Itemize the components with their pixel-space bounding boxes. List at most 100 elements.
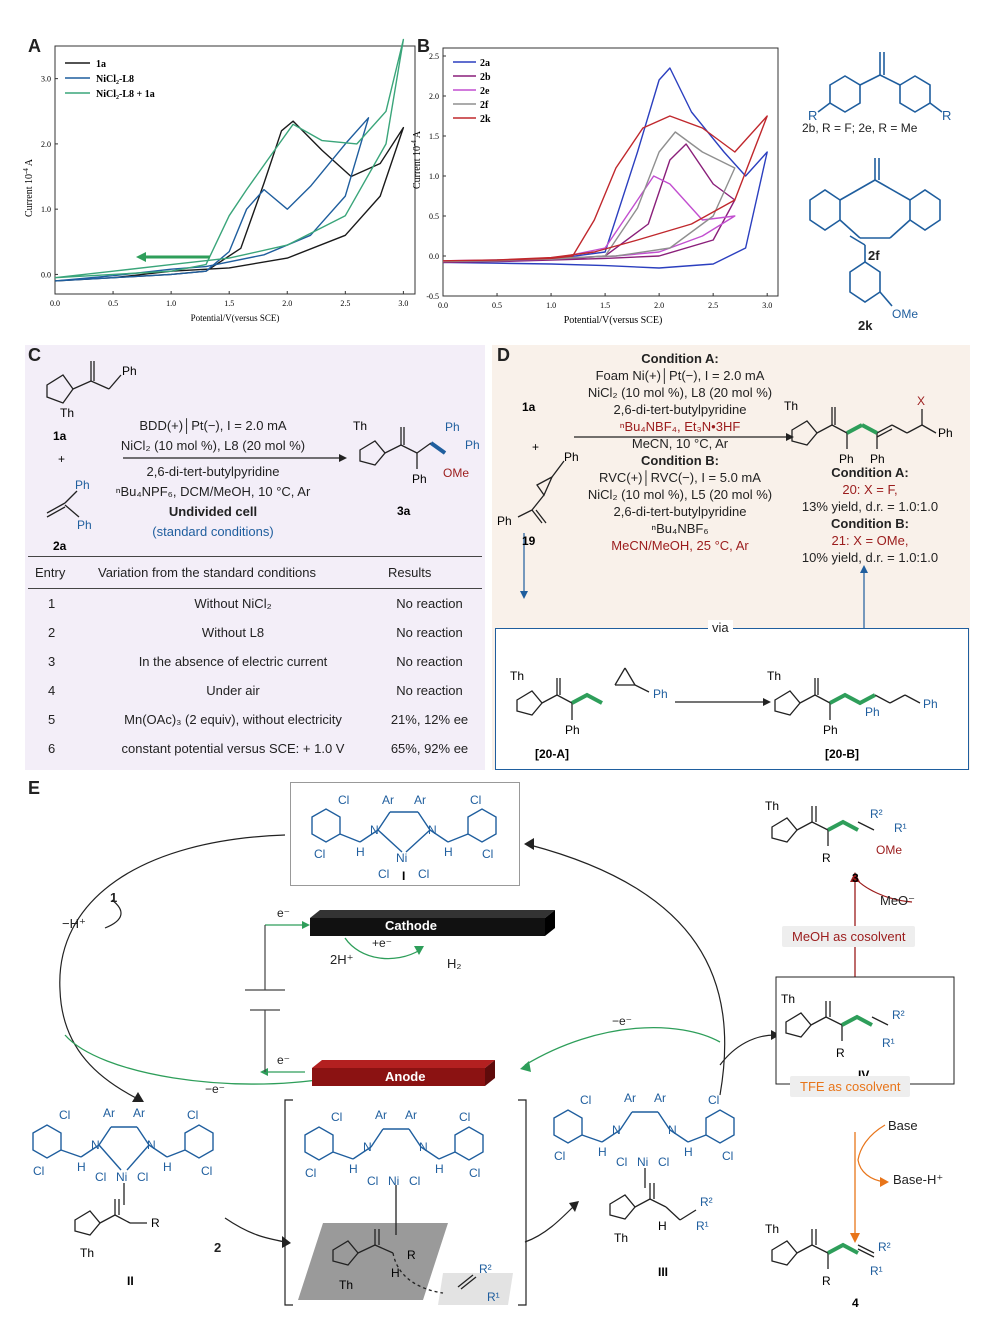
panel-c-box bbox=[25, 345, 485, 770]
series-line-1 bbox=[442, 143, 736, 264]
struct-label-2k-text: 2k bbox=[858, 318, 873, 333]
panel-label-e: E bbox=[28, 778, 41, 798]
d-x: X bbox=[917, 394, 925, 408]
struct-r-right: R bbox=[942, 108, 951, 123]
table-cell-result: 21%, 12% ee bbox=[390, 712, 469, 727]
e-e-top: e⁻ bbox=[277, 906, 291, 920]
d-int-th-a: Th bbox=[510, 669, 524, 683]
e-catalyst-i-box bbox=[290, 782, 520, 886]
table-cell-result: No reaction bbox=[396, 683, 463, 698]
e-i-label: I bbox=[402, 869, 405, 883]
x-tick-label: 2.0 bbox=[654, 301, 664, 310]
e-plus-e: +e⁻ bbox=[372, 936, 393, 950]
c-label-3a: 3a bbox=[397, 504, 411, 518]
x-tick-label: 2.5 bbox=[708, 301, 718, 310]
e-ii-th: Th bbox=[80, 1246, 94, 1260]
d-condB-5: MeCN/MeOH, 25 °C, Ar bbox=[611, 538, 749, 553]
series-line-2 bbox=[442, 175, 736, 262]
d-condA-title: Condition A: bbox=[641, 351, 719, 366]
d-ph-19-a: Ph bbox=[564, 450, 579, 464]
e-ts-th: Th bbox=[339, 1278, 353, 1292]
chart-b-xlabel: Potential/V(versus SCE) bbox=[564, 315, 663, 326]
e-ii-ar-2: Ar bbox=[133, 1106, 145, 1120]
e-ii-cl-6: Cl bbox=[137, 1170, 148, 1184]
e-ii-n-1: N bbox=[91, 1138, 100, 1152]
d-label-19: 19 bbox=[522, 534, 536, 548]
e-3-th: Th bbox=[765, 799, 779, 813]
d-resB-title: Condition B: bbox=[831, 516, 909, 531]
e-ts-n-1: N bbox=[363, 1140, 372, 1154]
e-i-cl-6: Cl bbox=[418, 867, 429, 881]
d-int-label-a: [20-A] bbox=[535, 747, 569, 761]
d-ph-product-a: Ph bbox=[839, 452, 854, 466]
e-3-r1: R¹ bbox=[894, 821, 907, 835]
d-resA-1: 20: X = F, bbox=[842, 482, 898, 497]
y-tick-label: 1.0 bbox=[429, 172, 439, 181]
chart-a-xlabel: Potential/V(versus SCE) bbox=[191, 313, 280, 323]
c-ph-product-b: Ph bbox=[445, 420, 460, 434]
e-3-r2: R² bbox=[870, 807, 883, 821]
d-resB-2: 10% yield, d.r. = 1.0:1.0 bbox=[801, 550, 939, 565]
y-tick-label: 1.0 bbox=[41, 205, 51, 214]
e-catalyst-i: Cl Cl Cl Cl Ar Ar N N H H Ni Cl Cl I bbox=[311, 793, 497, 883]
x-tick-label: 1.0 bbox=[546, 301, 556, 310]
e-complex-iii: Ar Ar Cl Cl Cl Cl N N H H Cl Ni Cl Th H … bbox=[553, 1091, 735, 1279]
e-product-4: Th R R² R¹ 4 bbox=[765, 1222, 891, 1310]
y-tick-label: 2.0 bbox=[41, 140, 51, 149]
table-cell-entry: 5 bbox=[48, 712, 56, 727]
e-4-r1: R¹ bbox=[870, 1264, 883, 1278]
e-ii-h-1: H bbox=[77, 1160, 86, 1174]
e-ts-cl-3: Cl bbox=[459, 1110, 470, 1124]
e-i-cl-1: Cl bbox=[338, 793, 349, 807]
e-ts-ni: Ni bbox=[388, 1174, 399, 1188]
d-int-th-b: Th bbox=[767, 669, 781, 683]
e-h2: H₂ bbox=[447, 956, 462, 971]
e-4-label: 4 bbox=[852, 1296, 859, 1310]
e-ts-r2: R² bbox=[479, 1262, 492, 1276]
e-iii-cl-2: Cl bbox=[554, 1149, 565, 1163]
y-tick-label: 0.0 bbox=[41, 270, 51, 279]
e-meoh-cosolvent: MeOH as cosolvent bbox=[782, 926, 916, 947]
e-ts-cl-2: Cl bbox=[305, 1166, 316, 1180]
c-ph-product-c: Ph bbox=[465, 438, 480, 452]
legend-label-2f: 2f bbox=[480, 100, 489, 111]
e-base: Base bbox=[888, 1118, 918, 1133]
y-tick-label: 3.0 bbox=[41, 75, 51, 84]
struct-r-left: R bbox=[808, 108, 817, 123]
e-complex-ii: Ar Ar Cl Cl Cl Cl N N H H Cl Ni Cl Th R … bbox=[32, 1106, 214, 1288]
e-i-cl-3: Cl bbox=[470, 793, 481, 807]
x-tick-label: 0.5 bbox=[108, 299, 118, 308]
e-4-th: Th bbox=[765, 1222, 779, 1236]
table-cell-variation: In the absence of electric current bbox=[138, 654, 328, 669]
e-ii-ni: Ni bbox=[116, 1170, 127, 1184]
d-th-product: Th bbox=[784, 399, 798, 413]
e-i-cl-4: Cl bbox=[482, 847, 493, 861]
d-resA-title: Condition A: bbox=[831, 465, 909, 480]
e-iv-r: R bbox=[836, 1046, 845, 1060]
e-anode-label: Anode bbox=[385, 1069, 426, 1084]
e-ts-cl-6: Cl bbox=[409, 1174, 420, 1188]
e-iii-cl-6: Cl bbox=[658, 1155, 669, 1169]
d-intermediates: Th Ph Ph Th Ph Ph Ph [20-A] [20-B] bbox=[510, 667, 938, 761]
e-iii-r1: R¹ bbox=[696, 1219, 709, 1233]
e-i-cl-2: Cl bbox=[314, 847, 325, 861]
e-ts-ar-1: Ar bbox=[375, 1108, 387, 1122]
x-tick-label: 3.0 bbox=[398, 299, 408, 308]
series-line-3 bbox=[442, 131, 736, 263]
d-plus: + bbox=[532, 440, 539, 454]
e-iii-h-1: H bbox=[598, 1145, 607, 1159]
panel-label-d: D bbox=[497, 345, 510, 365]
e-iii-h-2: H bbox=[684, 1145, 693, 1159]
e-intermediate-iv: Th R R² R¹ IV bbox=[781, 992, 905, 1082]
panel-label-a: A bbox=[28, 36, 41, 56]
d-condB-1: RVC(+)│RVC(−), I = 5.0 mA bbox=[599, 470, 761, 485]
x-tick-label: 0.5 bbox=[492, 301, 502, 310]
c-th-product: Th bbox=[353, 419, 367, 433]
chart-a-legend: 1a NiCl₂-L8 NiCl₂-L8 + 1a bbox=[65, 59, 155, 100]
e-ts-h: H bbox=[391, 1266, 400, 1280]
legend-label-2a: 2a bbox=[480, 58, 490, 69]
